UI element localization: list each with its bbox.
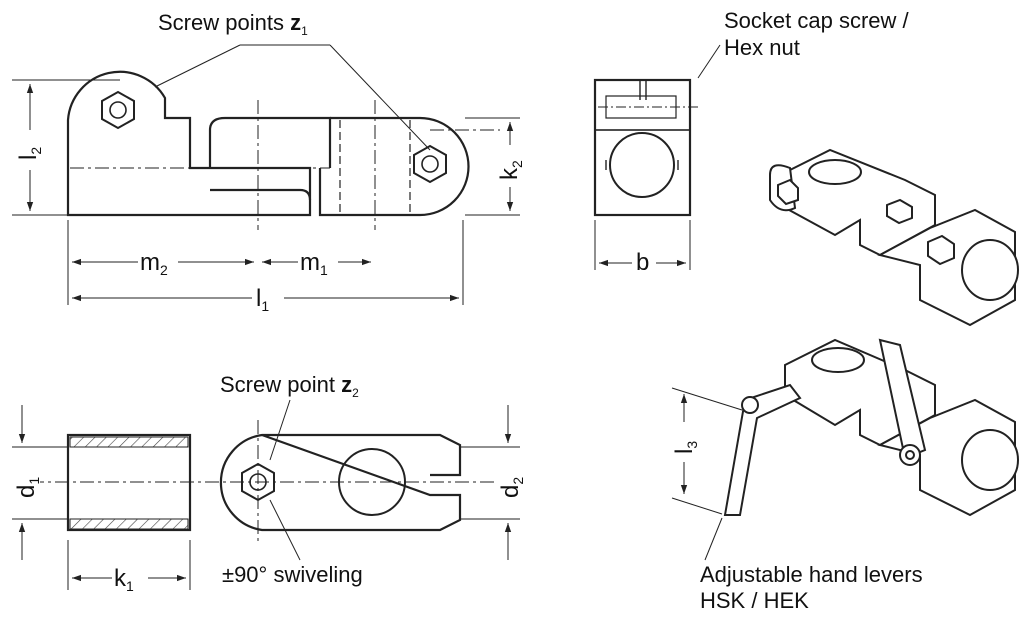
screw-points-label: Screw points z1 (158, 10, 308, 38)
hex-nut-icon (101, 90, 135, 130)
dim-d2: d (497, 485, 524, 498)
svg-text:l1: l1 (256, 285, 269, 314)
dim-l1: l (256, 285, 261, 312)
hand-levers-label-1: Adjustable hand levers (700, 562, 923, 587)
hand-lever (878, 338, 927, 460)
dim-l1-sub: 1 (261, 298, 269, 314)
side-view (12, 44, 520, 305)
top-view (12, 399, 520, 590)
dim-d2-sub: 2 (510, 477, 526, 485)
isometric-clamp (769, 148, 1019, 327)
isometric-clamp-with-levers (723, 338, 1019, 517)
svg-text:d2: d2 (497, 477, 526, 498)
dim-k1-sub: 1 (126, 578, 134, 594)
left-clamp-body (66, 70, 312, 217)
bore-circle (609, 132, 675, 198)
svg-text:k1: k1 (114, 565, 134, 594)
hand-levers-label-2: HSK / HEK (700, 588, 809, 613)
dim-k1: k (114, 565, 127, 592)
dim-l3-sub: 3 (684, 441, 700, 449)
dim-l2-sub: 2 (28, 147, 44, 155)
dim-m1: m (300, 249, 320, 276)
dim-b: b (636, 249, 649, 276)
swiveling-label: ±90° swiveling (222, 562, 363, 587)
right-clamp-body (318, 116, 470, 217)
dim-l2: l (15, 155, 42, 160)
svg-text:m2: m2 (140, 249, 168, 278)
dim-m2: m (140, 249, 160, 276)
dim-m2-sub: 2 (160, 262, 168, 278)
dim-d1-sub: 1 (26, 477, 42, 485)
socket-cap-label-1: Socket cap screw / (724, 8, 910, 33)
svg-text:m1: m1 (300, 249, 328, 278)
swivel-arm (208, 116, 332, 201)
hex-nut-icon (413, 144, 447, 184)
svg-text:d1: d1 (13, 477, 42, 498)
screw-point-label: Screw point z2 (220, 372, 359, 400)
dim-m1-sub: 1 (320, 262, 328, 278)
dim-l3: l (671, 449, 698, 454)
svg-text:l2: l2 (15, 147, 44, 160)
svg-text:l3: l3 (671, 441, 700, 454)
dim-k2: k (496, 167, 523, 180)
svg-text:k2: k2 (496, 160, 525, 180)
dim-d1: d (13, 485, 40, 498)
socket-cap-label-2: Hex nut (724, 35, 800, 60)
end-view (593, 44, 721, 270)
dim-k2-sub: 2 (509, 160, 525, 168)
hand-lever (723, 383, 802, 516)
